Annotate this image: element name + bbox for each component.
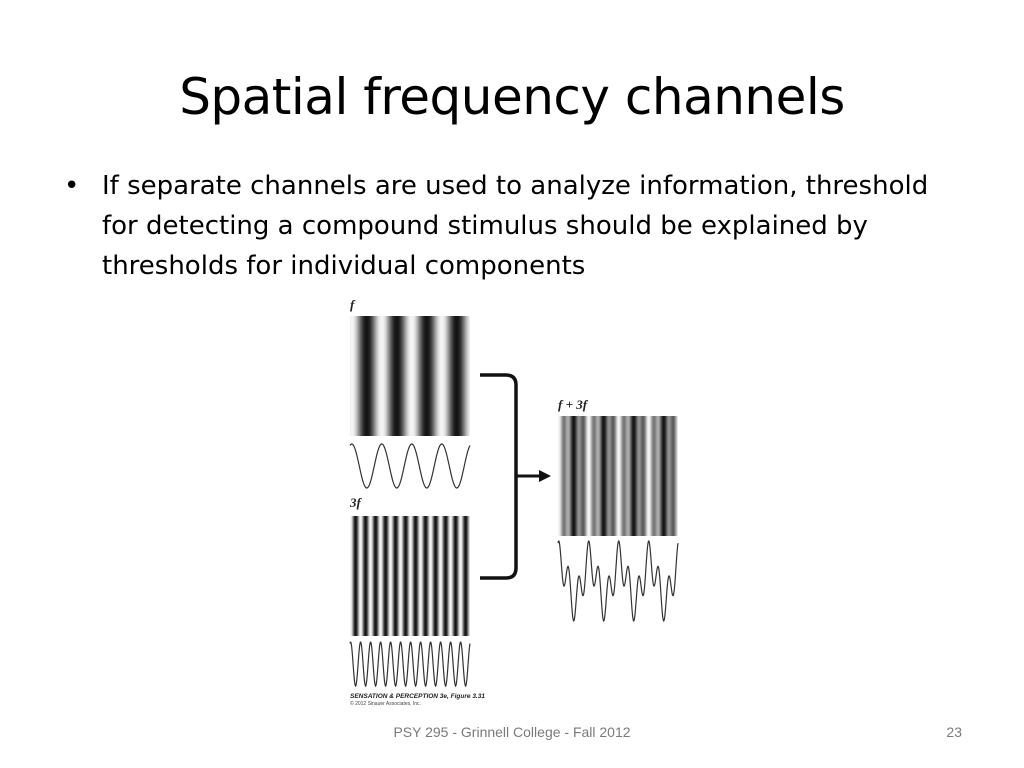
slide-footer: PSY 295 - Grinnell College - Fall 2012 — [393, 724, 631, 740]
label-f: f — [350, 297, 356, 312]
figure-copyright: © 2012 Sinauer Associates, Inc. — [350, 700, 421, 707]
figure-credit: SENSATION & PERCEPTION 3e, Figure 3.31 — [350, 693, 485, 700]
bullet-icon: • — [64, 171, 80, 201]
grating-compound — [558, 416, 678, 536]
waveform-f — [349, 443, 471, 489]
page-number: 23 — [946, 724, 962, 740]
label-3f: 3f — [349, 495, 363, 510]
grating-f — [350, 316, 470, 436]
waveform-3f — [349, 641, 471, 688]
slide-title: Spatial frequency channels — [179, 68, 845, 126]
bullet-text: If separate channels are used to analyze… — [102, 171, 929, 281]
bullet-list: • If separate channels are used to analy… — [62, 166, 942, 286]
label-f-plus-3f: f + 3f — [558, 397, 589, 412]
combine-bracket — [480, 373, 518, 580]
grating-3f — [350, 516, 470, 636]
bullet-item: • If separate channels are used to analy… — [62, 166, 942, 286]
waveform-compound — [557, 539, 679, 622]
arrow-head-icon — [539, 470, 551, 482]
grating-figure: f 3f f + 3f SENSATION & PERCEPTION 3e, F… — [349, 297, 679, 707]
